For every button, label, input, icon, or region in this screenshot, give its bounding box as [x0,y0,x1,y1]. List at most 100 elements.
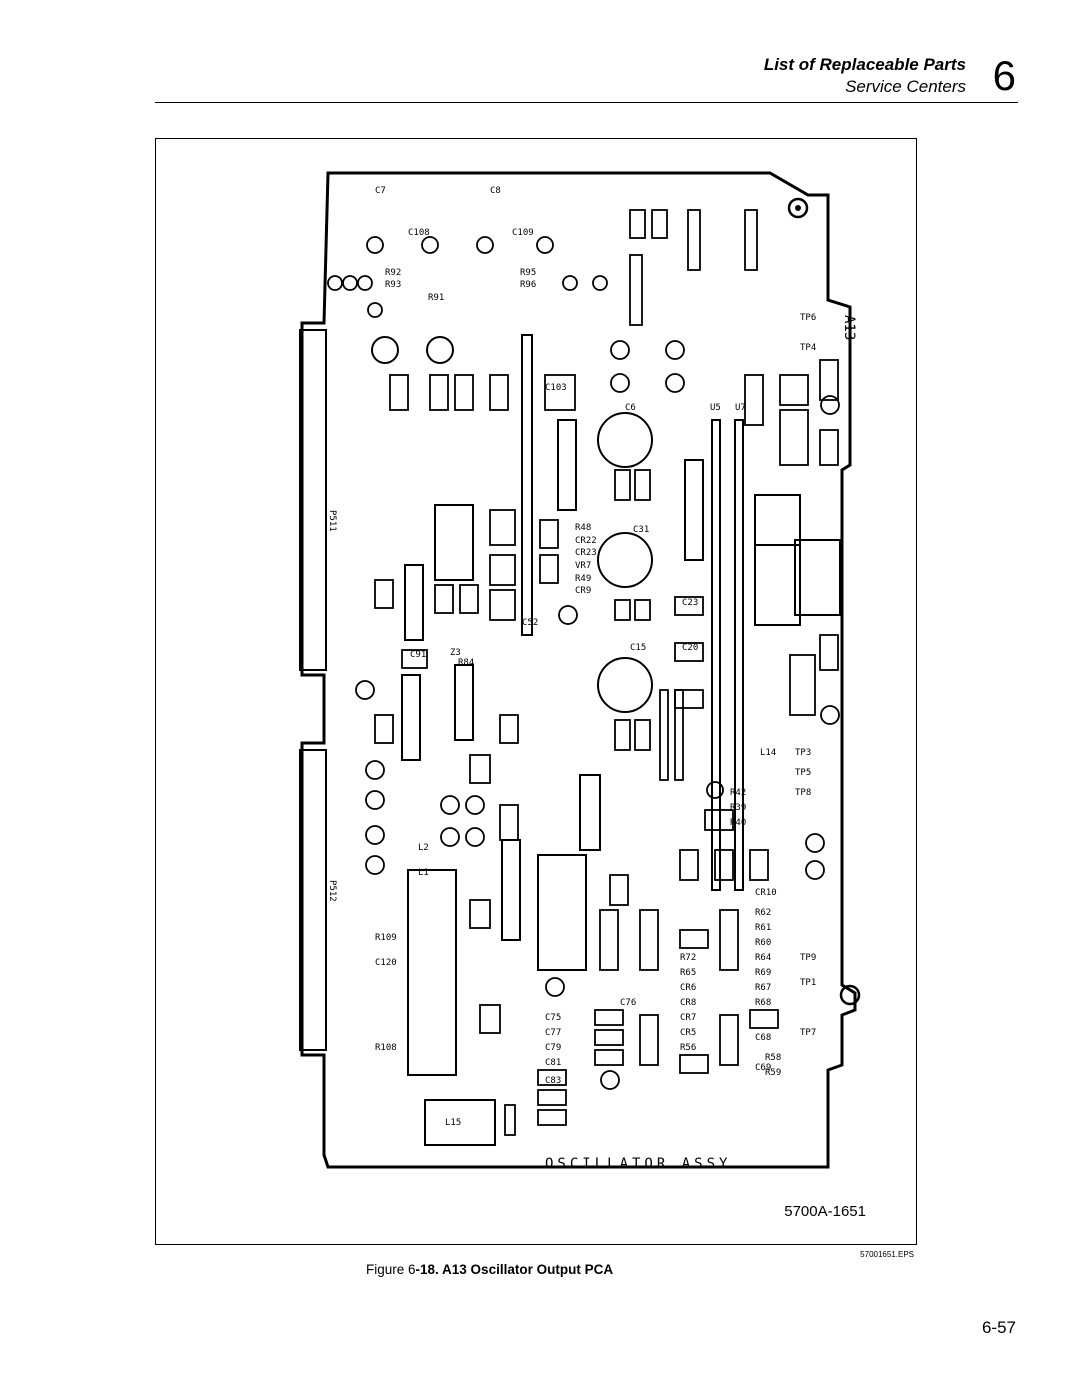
svg-text:CR8: CR8 [680,998,696,1008]
svg-text:R40: R40 [730,818,746,828]
svg-text:R42: R42 [730,788,746,798]
svg-text:R72: R72 [680,953,696,963]
ic-u33 [501,839,521,941]
capacitor-u6 [597,657,653,713]
svg-text:P511: P511 [327,510,337,532]
svg-text:L15: L15 [445,1118,461,1128]
svg-text:TP6: TP6 [800,313,816,323]
mount-hole [787,197,809,219]
svg-text:C20: C20 [682,643,698,653]
svg-text:C83: C83 [545,1076,561,1086]
figure-caption: Figure 6-18. A13 Oscillator Output PCA [366,1262,613,1277]
svg-text:C69: C69 [755,1063,771,1073]
svg-text:C81: C81 [545,1058,561,1068]
svg-text:Z3: Z3 [450,648,461,658]
ic-u26 [407,869,457,1076]
svg-text:CR9: CR9 [575,586,591,596]
svg-text:CR7: CR7 [680,1013,696,1023]
svg-text:TP3: TP3 [795,748,811,758]
svg-text:C120: C120 [375,958,397,968]
ic-u24 [537,854,587,971]
bus-bar [734,419,744,891]
svg-text:R95: R95 [520,268,536,278]
connector-p512 [299,749,327,1051]
header-title: List of Replaceable Parts [763,55,966,74]
svg-text:U7: U7 [735,403,746,413]
ic-u32 [684,459,704,561]
svg-text:TP1: TP1 [800,978,816,988]
svg-text:VR7: VR7 [575,561,591,571]
svg-text:L1: L1 [418,868,429,878]
relay-k3 [754,494,801,546]
relay-k4 [434,504,474,581]
svg-text:P512: P512 [327,880,337,902]
svg-text:R49: R49 [575,574,591,584]
caption-text: -18. A13 Oscillator Output PCA [415,1262,614,1277]
pcb-layout-drawing: A13 P511 P512 [299,171,861,1172]
relay-k2 [754,544,801,626]
svg-text:C77: C77 [545,1028,561,1038]
ic-u10 [404,564,424,641]
svg-text:R91: R91 [428,293,444,303]
svg-text:C79: C79 [545,1043,561,1053]
ic-u28 [579,774,601,851]
svg-text:R93: R93 [385,280,401,290]
svg-text:TP8: TP8 [795,788,811,798]
capacitor-u3 [597,412,653,468]
svg-text:R67: R67 [755,983,771,993]
ic-z2 [454,664,474,741]
svg-text:R59: R59 [765,1068,781,1078]
svg-text:R62: R62 [755,908,771,918]
svg-text:R56: R56 [680,1043,696,1053]
svg-text:R64: R64 [755,953,771,963]
svg-text:R68: R68 [755,998,771,1008]
svg-text:R65: R65 [680,968,696,978]
part-number: 5700A-1651 [784,1203,866,1220]
svg-text:CR22: CR22 [575,536,597,546]
capacitor-u9 [597,532,653,588]
bus-bar [711,419,721,891]
board-label: A13 [841,315,857,340]
svg-text:C7: C7 [375,186,386,196]
svg-text:CR10: CR10 [755,888,777,898]
caption-prefix: Figure 6 [366,1262,416,1277]
transistor-q8 [371,336,399,364]
svg-text:R39: R39 [730,803,746,813]
bus-bar [521,334,533,636]
svg-text:C91: C91 [410,650,426,660]
figure-frame [155,138,917,1245]
svg-text:R58: R58 [765,1053,781,1063]
svg-text:CR5: CR5 [680,1028,696,1038]
svg-text:R48: R48 [575,523,591,533]
svg-text:CR6: CR6 [680,983,696,993]
svg-text:C52: C52 [522,618,538,628]
svg-text:U5: U5 [710,403,721,413]
svg-text:C6: C6 [625,403,636,413]
svg-text:R60: R60 [755,938,771,948]
svg-text:C31: C31 [633,525,649,535]
svg-text:C15: C15 [630,643,646,653]
svg-text:L14: L14 [760,748,776,758]
page-number: 6-57 [981,1318,1016,1337]
transistor-q14 [426,336,454,364]
svg-text:TP4: TP4 [800,343,816,353]
svg-text:C75: C75 [545,1013,561,1023]
svg-text:C8: C8 [490,186,501,196]
svg-text:C103: C103 [545,383,567,393]
svg-text:TP7: TP7 [800,1028,816,1038]
svg-text:R108: R108 [375,1043,397,1053]
svg-text:C108: C108 [408,228,430,238]
svg-text:C109: C109 [512,228,534,238]
svg-text:C76: C76 [620,998,636,1008]
chapter-number: 6 [992,52,1016,99]
svg-text:R69: R69 [755,968,771,978]
svg-text:TP5: TP5 [795,768,811,778]
svg-text:R109: R109 [375,933,397,943]
svg-text:C68: C68 [755,1033,771,1043]
board-outline [300,171,857,1169]
header-subtitle: Service Centers [845,77,966,96]
svg-text:TP9: TP9 [800,953,816,963]
file-name: 57001651.EPS [860,1250,914,1259]
ic-u12 [557,419,577,511]
svg-text:CR23: CR23 [575,548,597,558]
